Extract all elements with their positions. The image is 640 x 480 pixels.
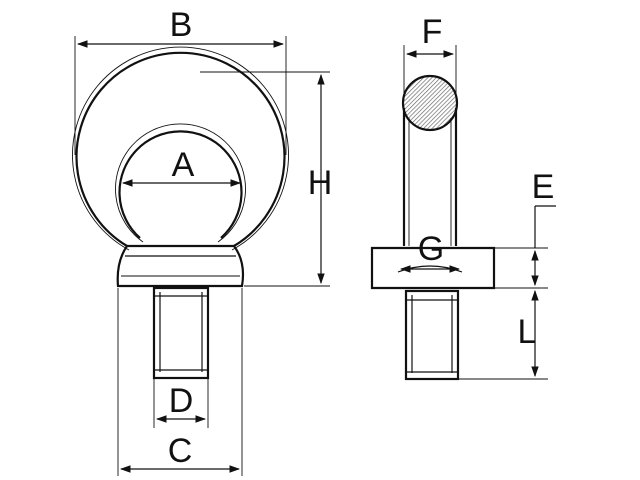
front-view — [72, 36, 330, 476]
side-view — [370, 45, 556, 381]
ring — [72, 46, 289, 251]
side-threaded-shank — [404, 289, 460, 381]
collar — [116, 244, 245, 288]
dimension-h — [200, 71, 330, 287]
ring-cross-section — [401, 74, 459, 132]
label-g: G — [418, 230, 444, 268]
label-e: E — [532, 168, 555, 206]
side-body — [402, 108, 458, 246]
threaded-shank — [152, 286, 210, 380]
label-f: F — [422, 13, 443, 51]
dimension-c — [117, 288, 243, 476]
dimension-d — [153, 378, 209, 428]
dimension-f — [403, 45, 457, 100]
dimension-b — [74, 36, 287, 155]
label-c: C — [168, 432, 193, 470]
dimension-l — [458, 289, 548, 380]
label-l: L — [518, 313, 537, 351]
label-d: D — [169, 382, 194, 420]
label-b: B — [170, 6, 193, 44]
label-h: H — [308, 164, 333, 202]
label-a: A — [172, 146, 195, 184]
dimension-e — [494, 205, 556, 289]
